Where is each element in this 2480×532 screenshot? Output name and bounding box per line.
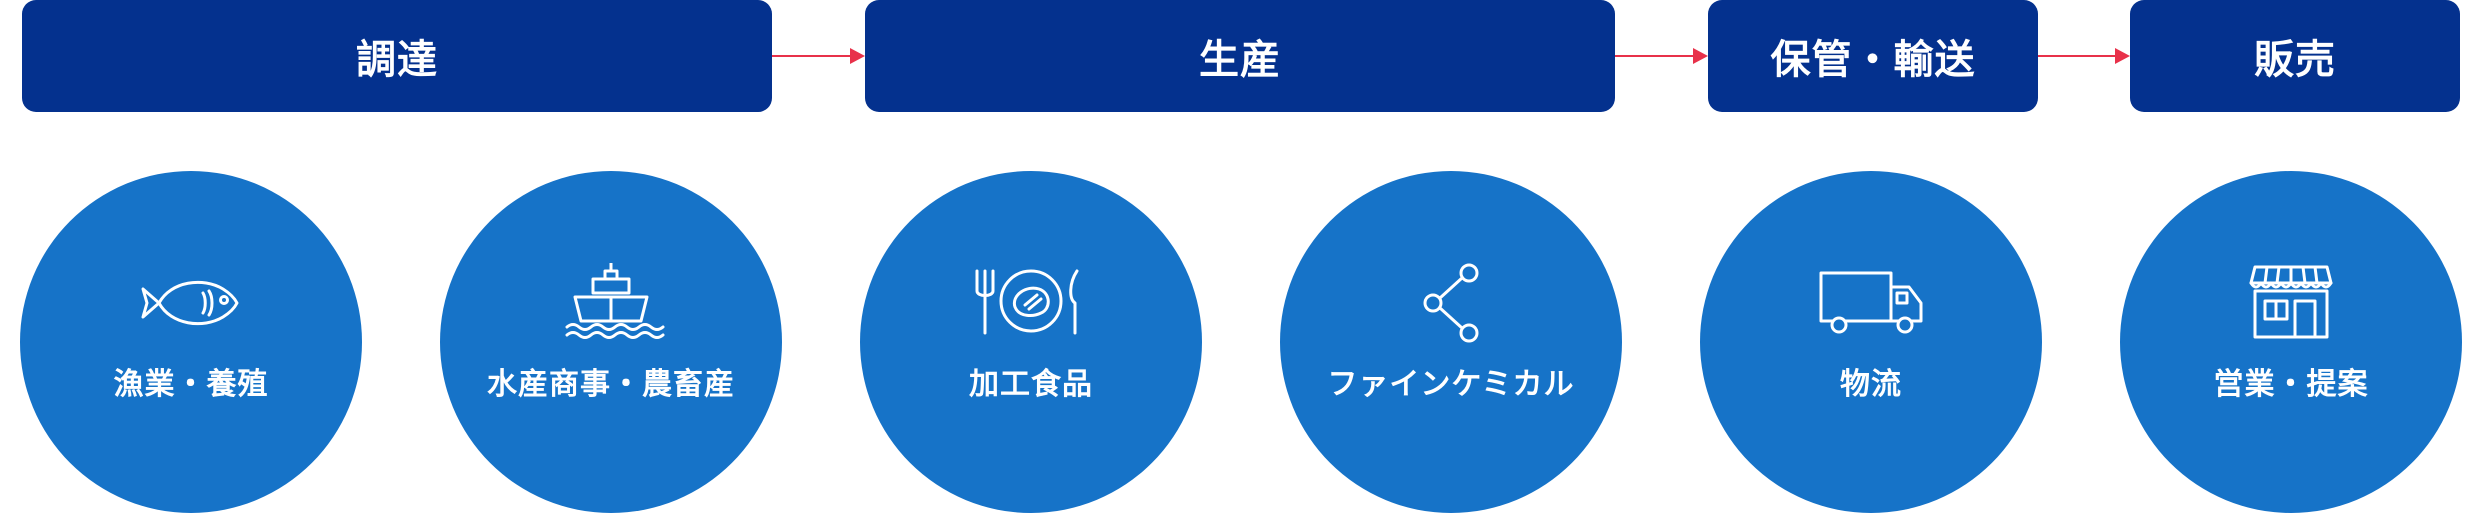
activity-fine-chemical: ファインケミカル — [1280, 171, 1622, 513]
stage-label: 生産 — [1199, 37, 1281, 83]
activity-sales-proposal: 営業・提案 — [2120, 171, 2462, 513]
ship-icon — [565, 263, 665, 339]
truck-icon — [1819, 271, 1923, 334]
storefront-icon — [2249, 265, 2333, 339]
stage-label: 販売 — [2254, 37, 2336, 83]
activity-seafood-agri-trading: 水産商事・農畜産 — [440, 171, 782, 513]
activity-label: 加工食品 — [969, 367, 1093, 402]
stage-sales: 販売 — [2130, 0, 2460, 112]
stage-procurement: 調達 — [22, 0, 772, 112]
stage-production: 生産 — [865, 0, 1615, 112]
activity-label: 水産商事・農畜産 — [487, 367, 735, 402]
stage-label: 調達 — [356, 37, 438, 83]
flow-arrow — [1615, 48, 1708, 64]
activity-label: ファインケミカル — [1327, 367, 1575, 402]
activity-processed-food: 加工食品 — [860, 171, 1202, 513]
activity-fishery: 漁業・養殖 — [20, 171, 362, 513]
activity-label: 物流 — [1840, 367, 1902, 402]
share-nodes-icon — [1423, 263, 1479, 343]
flow-arrow — [772, 48, 865, 64]
activity-label: 営業・提案 — [2213, 367, 2369, 402]
flow-arrow — [2038, 48, 2130, 64]
fish-icon — [141, 280, 239, 326]
stage-storage-transport: 保管・輸送 — [1708, 0, 2038, 112]
activity-label: 漁業・養殖 — [113, 367, 269, 402]
activity-logistics: 物流 — [1700, 171, 2042, 513]
plate-cutlery-icon — [975, 269, 1079, 335]
stage-label: 保管・輸送 — [1770, 37, 1976, 83]
